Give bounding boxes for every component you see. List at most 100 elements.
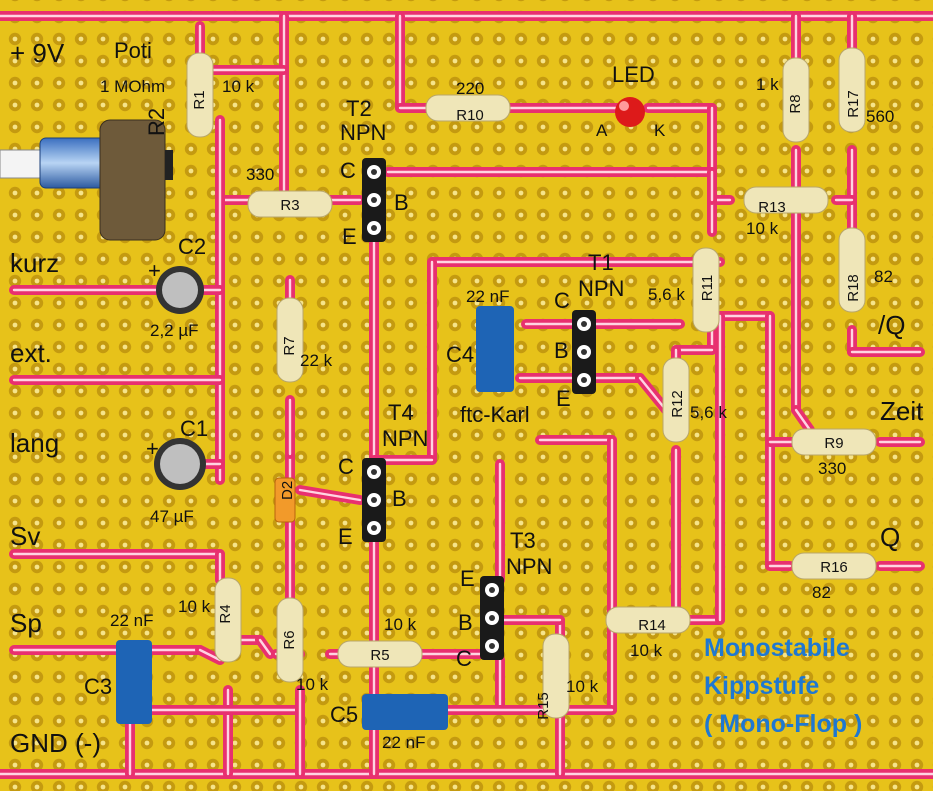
transistor-t1-pin-c: C <box>554 288 570 313</box>
resistor-r18-body <box>838 227 866 313</box>
cap-c4-value: 22 nF <box>466 287 509 306</box>
transistor-t1-ref: T1 <box>588 250 614 275</box>
poti-name: Poti <box>114 38 152 63</box>
transistor-pin-hole <box>371 197 377 203</box>
resistor-r1-value: 10 k <box>222 77 255 96</box>
resistor-r12-body <box>662 357 690 443</box>
transistor-t4-type: NPN <box>382 426 428 451</box>
resistor-r8-body <box>782 57 810 143</box>
poti-ref: R2 <box>144 108 169 136</box>
poti-value: 1 MOhm <box>100 77 165 96</box>
resistor-r6-body <box>276 597 304 683</box>
resistor-r1-body <box>186 52 214 138</box>
title-line1: Monostabile <box>704 634 850 662</box>
capacitor-c1-body: + <box>146 436 206 490</box>
led-name: LED <box>612 62 655 87</box>
diode-d2-body <box>274 477 296 523</box>
resistor-r3-ref: R3 <box>280 197 299 214</box>
transistor-t2-pin-b: B <box>394 190 409 215</box>
capacitor-c3-body <box>116 640 152 724</box>
resistor-r14-body <box>605 606 691 634</box>
cap-c1-value: 47 µF <box>150 507 194 526</box>
resistor-r5-body <box>337 640 423 668</box>
title-line3: ( Mono-Flop ) <box>704 710 862 738</box>
resistor-r18-ref: R18 <box>845 274 862 302</box>
resistor-r8-value: 1 k <box>756 75 779 94</box>
resistor-r11-value: 5,6 k <box>648 285 685 304</box>
resistor-r16-value: 82 <box>812 583 831 602</box>
transistor-pin-hole <box>371 169 377 175</box>
diode-d2-ref: D2 <box>279 481 296 500</box>
rail-label-gnd: GND (-) <box>10 728 101 758</box>
resistor-bodies <box>186 47 877 719</box>
transistor-pin-hole <box>371 525 377 531</box>
transistor-t4-pin-c: C <box>338 454 354 479</box>
capacitor-c5-body <box>362 694 448 730</box>
resistor-r4-value: 10 k <box>178 597 211 616</box>
transistor-t4-ref: T4 <box>388 400 414 425</box>
output-label-q-bar: /Q <box>878 310 905 340</box>
transistor-pin-hole <box>489 615 495 621</box>
resistor-r3-value: 330 <box>246 165 274 184</box>
trace-core <box>794 408 812 432</box>
resistor-r8-ref: R8 <box>787 94 804 113</box>
resistor-r5-ref: R5 <box>370 647 389 664</box>
resistor-r9-value: 330 <box>818 459 846 478</box>
resistor-r10-value: 220 <box>456 79 484 98</box>
transistor-pin-hole <box>581 349 587 355</box>
led-cathode: K <box>654 121 666 140</box>
transistor-t2-pin-e: E <box>342 224 357 249</box>
resistor-r13-value: 10 k <box>746 219 779 238</box>
resistor-r12-value: 5,6 k <box>690 403 727 422</box>
output-label-zeit: Zeit <box>880 396 924 426</box>
transistor-t1-type: NPN <box>578 276 624 301</box>
resistor-r18-value: 82 <box>874 267 893 286</box>
input-label-sv: Sv <box>10 521 40 551</box>
cap-c3-ref: C3 <box>84 674 112 699</box>
transistor-pin-hole <box>581 321 587 327</box>
cap-c5-ref: C5 <box>330 702 358 727</box>
input-label-ext: ext. <box>10 338 52 368</box>
resistor-r11-body <box>692 247 720 333</box>
cap-c4-ref: C4 <box>446 342 474 367</box>
cap-c2-ref: C2 <box>178 234 206 259</box>
resistor-r11-ref: R11 <box>699 275 716 301</box>
resistor-r6-ref: R6 <box>281 630 298 649</box>
trace-core <box>258 638 272 656</box>
resistor-r5-value: 10 k <box>384 615 417 634</box>
resistor-r17-ref: R17 <box>845 90 862 118</box>
transistor-t1-pin-e: E <box>556 386 571 411</box>
resistor-r15-ref: R15 <box>535 692 552 720</box>
transistor-t2-ref: T2 <box>346 96 372 121</box>
transistor-t2-type: NPN <box>340 120 386 145</box>
transistor-bodies <box>362 158 596 660</box>
transistor-t4-pin-b: B <box>392 486 407 511</box>
resistor-r13-ref: R13 <box>758 199 786 216</box>
resistor-r7-value: 22 k <box>300 351 333 370</box>
resistor-r17-body <box>838 47 866 133</box>
cap-c3-value: 22 nF <box>110 611 153 630</box>
led-body <box>615 97 645 127</box>
title-line2: Kippstufe <box>704 672 819 700</box>
transistor-t3-ref: T3 <box>510 528 536 553</box>
cap-c1-ref: C1 <box>180 416 208 441</box>
watermark: ftc-Karl <box>460 402 530 427</box>
resistor-r16-ref: R16 <box>820 559 848 576</box>
resistor-r15-value: 10 k <box>566 677 599 696</box>
resistor-r10-body <box>425 94 511 122</box>
svg-text:+: + <box>148 258 161 283</box>
resistor-r7-body <box>276 297 304 383</box>
capacitor-c4-body <box>476 306 514 392</box>
capacitor-c2-body: + <box>148 258 204 314</box>
resistor-r17-value: 560 <box>866 107 894 126</box>
resistor-r9-ref: R9 <box>824 435 843 452</box>
resistor-r3-body <box>247 190 333 218</box>
resistor-r14-value: 10 k <box>630 641 663 660</box>
resistor-r12-ref: R12 <box>669 390 686 418</box>
transistor-t2-pin-c: C <box>340 158 356 183</box>
transistor-t3-pin-b: B <box>458 610 473 635</box>
output-label-q: Q <box>880 522 900 552</box>
resistor-r9-body <box>791 428 877 456</box>
